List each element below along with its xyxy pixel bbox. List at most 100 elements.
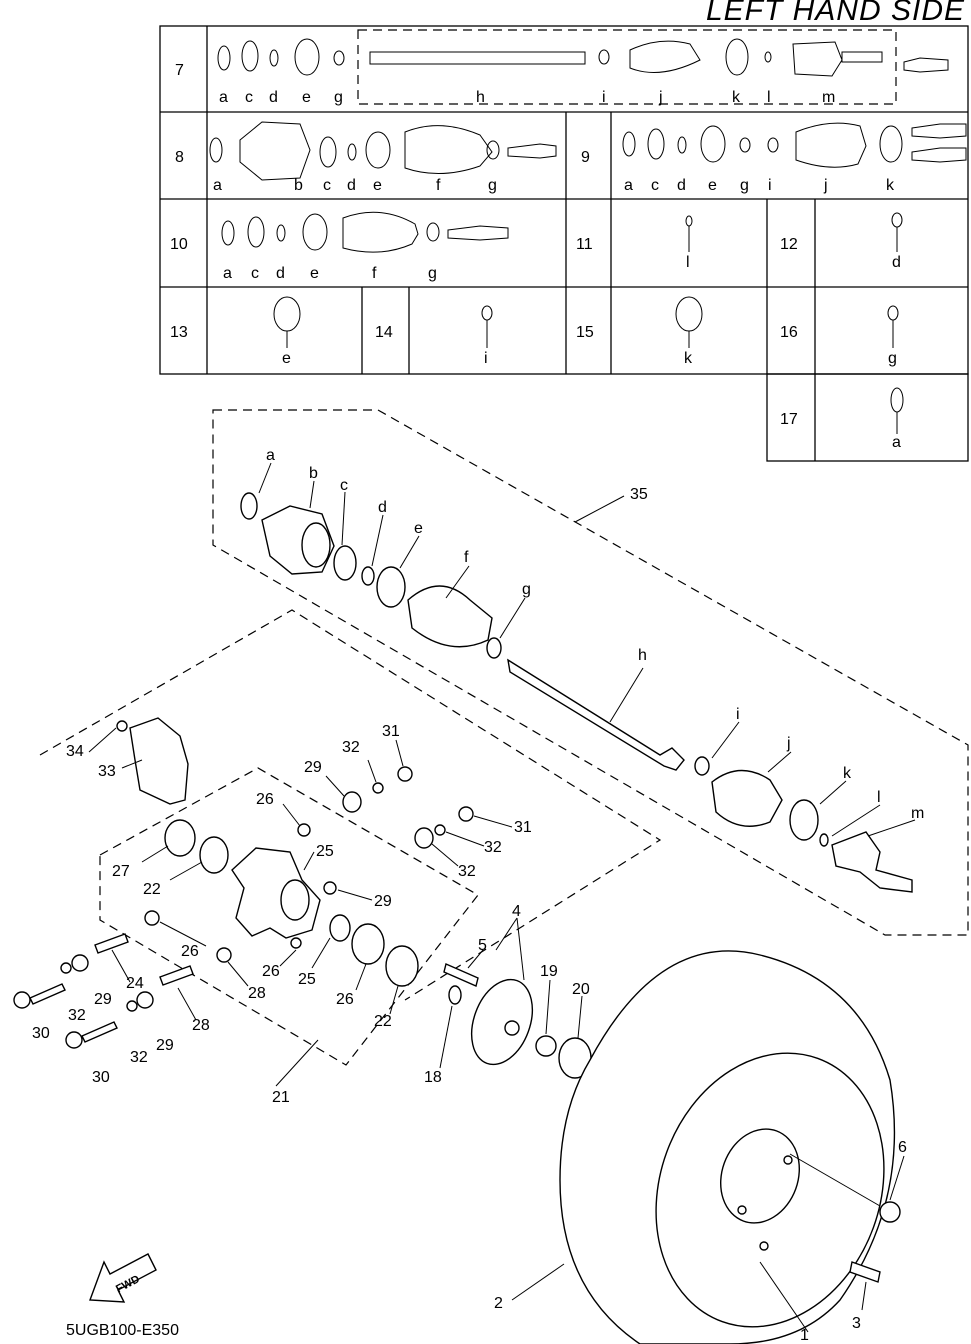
svg-text:f: f <box>372 265 377 282</box>
callout-30: 30 <box>32 1025 50 1042</box>
cell16-letter: g <box>888 350 897 367</box>
table-ref-12: 12 <box>780 236 798 253</box>
callout-31: 31 <box>514 819 532 836</box>
page-title: LEFT HAND SIDE <box>705 0 965 27</box>
svg-text:g: g <box>740 177 749 194</box>
callout-32: 32 <box>130 1049 148 1066</box>
callout-19: 19 <box>540 963 558 980</box>
cell17-letter: a <box>892 434 901 451</box>
row9-letters: a c d e g i j k <box>624 177 895 194</box>
svg-text:g: g <box>334 89 343 106</box>
svg-text:i: i <box>736 706 740 723</box>
callout-2: 2 <box>494 1295 503 1312</box>
table-ref-17: 17 <box>780 411 798 428</box>
svg-text:f: f <box>464 549 469 566</box>
svg-text:i: i <box>602 89 606 106</box>
knuckle-group: 34 33 32 31 29 26 25 32 31 27 22 32 29 2… <box>13 609 662 1106</box>
svg-text:e: e <box>708 177 717 194</box>
svg-text:l: l <box>767 89 771 106</box>
svg-text:e: e <box>310 265 319 282</box>
callout-34: 34 <box>66 743 84 760</box>
callout-6: 6 <box>898 1139 907 1156</box>
callout-1: 1 <box>800 1327 809 1344</box>
callout-20: 20 <box>572 981 590 998</box>
callout-4: 4 <box>512 903 521 920</box>
table-ref-7: 7 <box>175 62 184 79</box>
svg-text:g: g <box>488 177 497 194</box>
svg-text:a: a <box>213 177 222 194</box>
svg-text:h: h <box>638 647 647 664</box>
callout-32: 32 <box>342 739 360 756</box>
callout-26: 28 <box>248 985 266 1002</box>
cell13-letter: e <box>282 350 291 367</box>
table-ref-9: 9 <box>581 149 590 166</box>
svg-text:e: e <box>373 177 382 194</box>
svg-text:e: e <box>414 520 423 537</box>
svg-text:c: c <box>340 477 348 494</box>
callout-26: 26 <box>256 791 274 808</box>
parts-table: 7 8 9 10 11 12 13 14 15 16 17 a c <box>159 25 969 462</box>
callout-29: 29 <box>304 759 322 776</box>
svg-text:b: b <box>309 465 318 482</box>
svg-text:d: d <box>677 177 686 194</box>
drive-shaft-assembly: a b c d e f g h i j k l m 35 <box>212 409 969 936</box>
cell11-letter: l <box>686 254 690 271</box>
callout-25: 25 <box>316 843 334 860</box>
table-ref-8: 8 <box>175 149 184 166</box>
callout-28: 24 <box>126 975 144 992</box>
callout-23: 22 <box>374 1013 392 1030</box>
svg-text:j: j <box>658 89 663 106</box>
hub-wheel-group: 4 5 19 20 18 6 2 3 1 <box>424 903 907 1344</box>
table-ref-15: 15 <box>576 324 594 341</box>
callout-21: 21 <box>272 1089 290 1106</box>
callout-29: 29 <box>94 991 112 1008</box>
svg-text:b: b <box>294 177 303 194</box>
svg-text:j: j <box>823 177 828 194</box>
callout-35: 35 <box>630 486 648 503</box>
callout-25: 26 <box>262 963 280 980</box>
svg-text:d: d <box>276 265 285 282</box>
diagram-code: 5UGB100-E350 <box>66 1322 179 1339</box>
row7-letters: a c d e g h i j k l m <box>219 89 835 106</box>
callout-18: 18 <box>424 1069 442 1086</box>
svg-text:m: m <box>822 89 835 106</box>
row10-letters: a c d e f g <box>223 265 437 282</box>
svg-text:c: c <box>245 89 253 106</box>
callout-32: 32 <box>68 1007 86 1024</box>
svg-text:c: c <box>251 265 259 282</box>
callout-33: 33 <box>98 763 116 780</box>
svg-text:a: a <box>223 265 232 282</box>
svg-text:a: a <box>624 177 633 194</box>
callout-29: 29 <box>156 1037 174 1054</box>
cell15-letter: k <box>684 350 693 367</box>
shaft-letter-labels: a b c d e f g h i j k l m <box>266 447 924 822</box>
svg-text:d: d <box>269 89 278 106</box>
svg-text:j: j <box>786 735 791 752</box>
callout-3: 3 <box>852 1315 861 1332</box>
svg-text:k: k <box>886 177 895 194</box>
fwd-arrow-icon: FWD <box>89 1253 157 1303</box>
table-ref-10: 10 <box>170 236 188 253</box>
callout-22: 22 <box>143 881 161 898</box>
svg-text:m: m <box>911 805 924 822</box>
svg-text:i: i <box>768 177 772 194</box>
callout-26: 26 <box>181 943 199 960</box>
table-ref-11: 11 <box>576 236 593 253</box>
table-ref-13: 13 <box>170 324 188 341</box>
callout-32: 32 <box>484 839 502 856</box>
callout-28: 28 <box>192 1017 210 1034</box>
svg-text:d: d <box>378 499 387 516</box>
svg-text:a: a <box>219 89 228 106</box>
svg-text:g: g <box>522 581 531 598</box>
table-ref-14: 14 <box>375 324 393 341</box>
callout-29: 32 <box>458 863 476 880</box>
callout-31: 31 <box>382 723 400 740</box>
row8-letters: a b c d e f g <box>213 177 497 194</box>
svg-text:a: a <box>266 447 275 464</box>
callout-27: 27 <box>112 863 130 880</box>
svg-text:e: e <box>302 89 311 106</box>
svg-text:g: g <box>428 265 437 282</box>
callout-22: 26 <box>336 991 354 1008</box>
svg-text:c: c <box>323 177 331 194</box>
